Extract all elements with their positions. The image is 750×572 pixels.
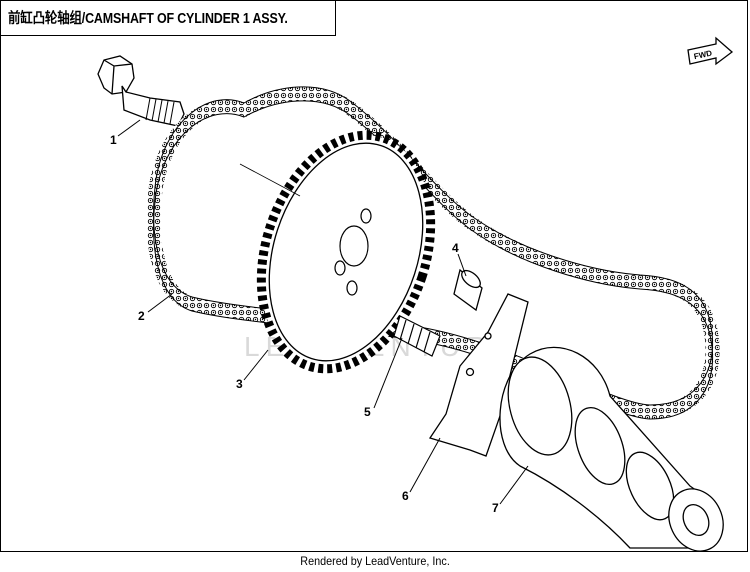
part-1-bolt <box>97 55 185 127</box>
part-7-camshaft <box>499 346 724 551</box>
page-title: 前缸凸轮轴组/CAMSHAFT OF CYLINDER 1 ASSY. <box>8 11 288 27</box>
part-6-plate <box>428 293 529 457</box>
footer-credit: Rendered by LeadVenture, Inc. <box>0 552 750 572</box>
callout-7: 7 <box>492 501 499 515</box>
exploded-parts-diagram: LEADVENTURE FWD <box>97 36 734 551</box>
callout-5: 5 <box>364 405 371 419</box>
title-box: 前缸凸轮轴组/CAMSHAFT OF CYLINDER 1 ASSY. <box>0 0 336 36</box>
part-4-dowel-pin <box>453 268 483 312</box>
fwd-arrow-icon: FWD <box>687 36 734 66</box>
diagram-frame <box>0 0 748 552</box>
footer-text: Rendered by LeadVenture, Inc. <box>300 554 450 568</box>
fwd-label: FWD <box>693 49 713 62</box>
callout-4: 4 <box>452 241 459 255</box>
callout-3: 3 <box>236 377 243 391</box>
part-5-stud <box>393 315 441 357</box>
leader-lines <box>117 119 529 505</box>
callout-labels: 1 2 3 4 5 6 7 <box>110 133 499 515</box>
callout-2: 2 <box>138 309 145 323</box>
callout-6: 6 <box>402 489 409 503</box>
part-2-chain <box>146 86 720 420</box>
callout-1: 1 <box>110 133 117 147</box>
part-3-sprocket <box>256 130 436 374</box>
